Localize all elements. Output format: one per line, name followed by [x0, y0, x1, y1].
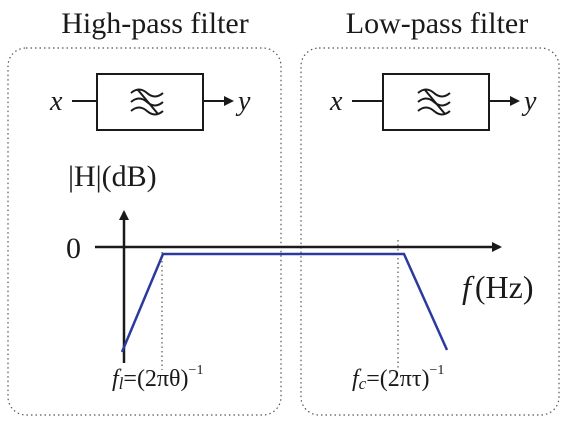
- high-pass-panel: High-pass filter x y: [7, 7, 282, 416]
- high-pass-input-label: x: [49, 86, 63, 117]
- low-pass-input-label: x: [329, 86, 343, 117]
- frequency-response-plot: |H|(dB) 0 f(Hz) fl=(2πθ)−1 fc=(2πτ)−1: [66, 160, 534, 393]
- high-pass-title: High-pass filter: [61, 7, 248, 40]
- low-pass-title: Low-pass filter: [346, 7, 528, 40]
- fl-cutoff-label: fl=(2πθ)−1: [112, 363, 203, 393]
- high-pass-output-label: y: [235, 86, 251, 117]
- x-axis-label: f(Hz): [462, 269, 534, 305]
- magnitude-response-curve: [120, 252, 449, 353]
- low-pass-dotted-frame: [300, 47, 560, 416]
- fc-cutoff-label: fc=(2πτ)−1: [352, 363, 444, 393]
- zero-tick-label: 0: [66, 232, 81, 265]
- filter-symbol-icon: [417, 88, 451, 116]
- low-pass-output-label: y: [521, 86, 537, 117]
- high-pass-dotted-frame: [7, 47, 282, 416]
- y-axis-label: |H|(dB): [68, 160, 157, 193]
- low-pass-panel: Low-pass filter x y: [300, 7, 560, 416]
- high-pass-filter-block: [96, 73, 204, 131]
- filter-symbol-icon: [130, 88, 164, 116]
